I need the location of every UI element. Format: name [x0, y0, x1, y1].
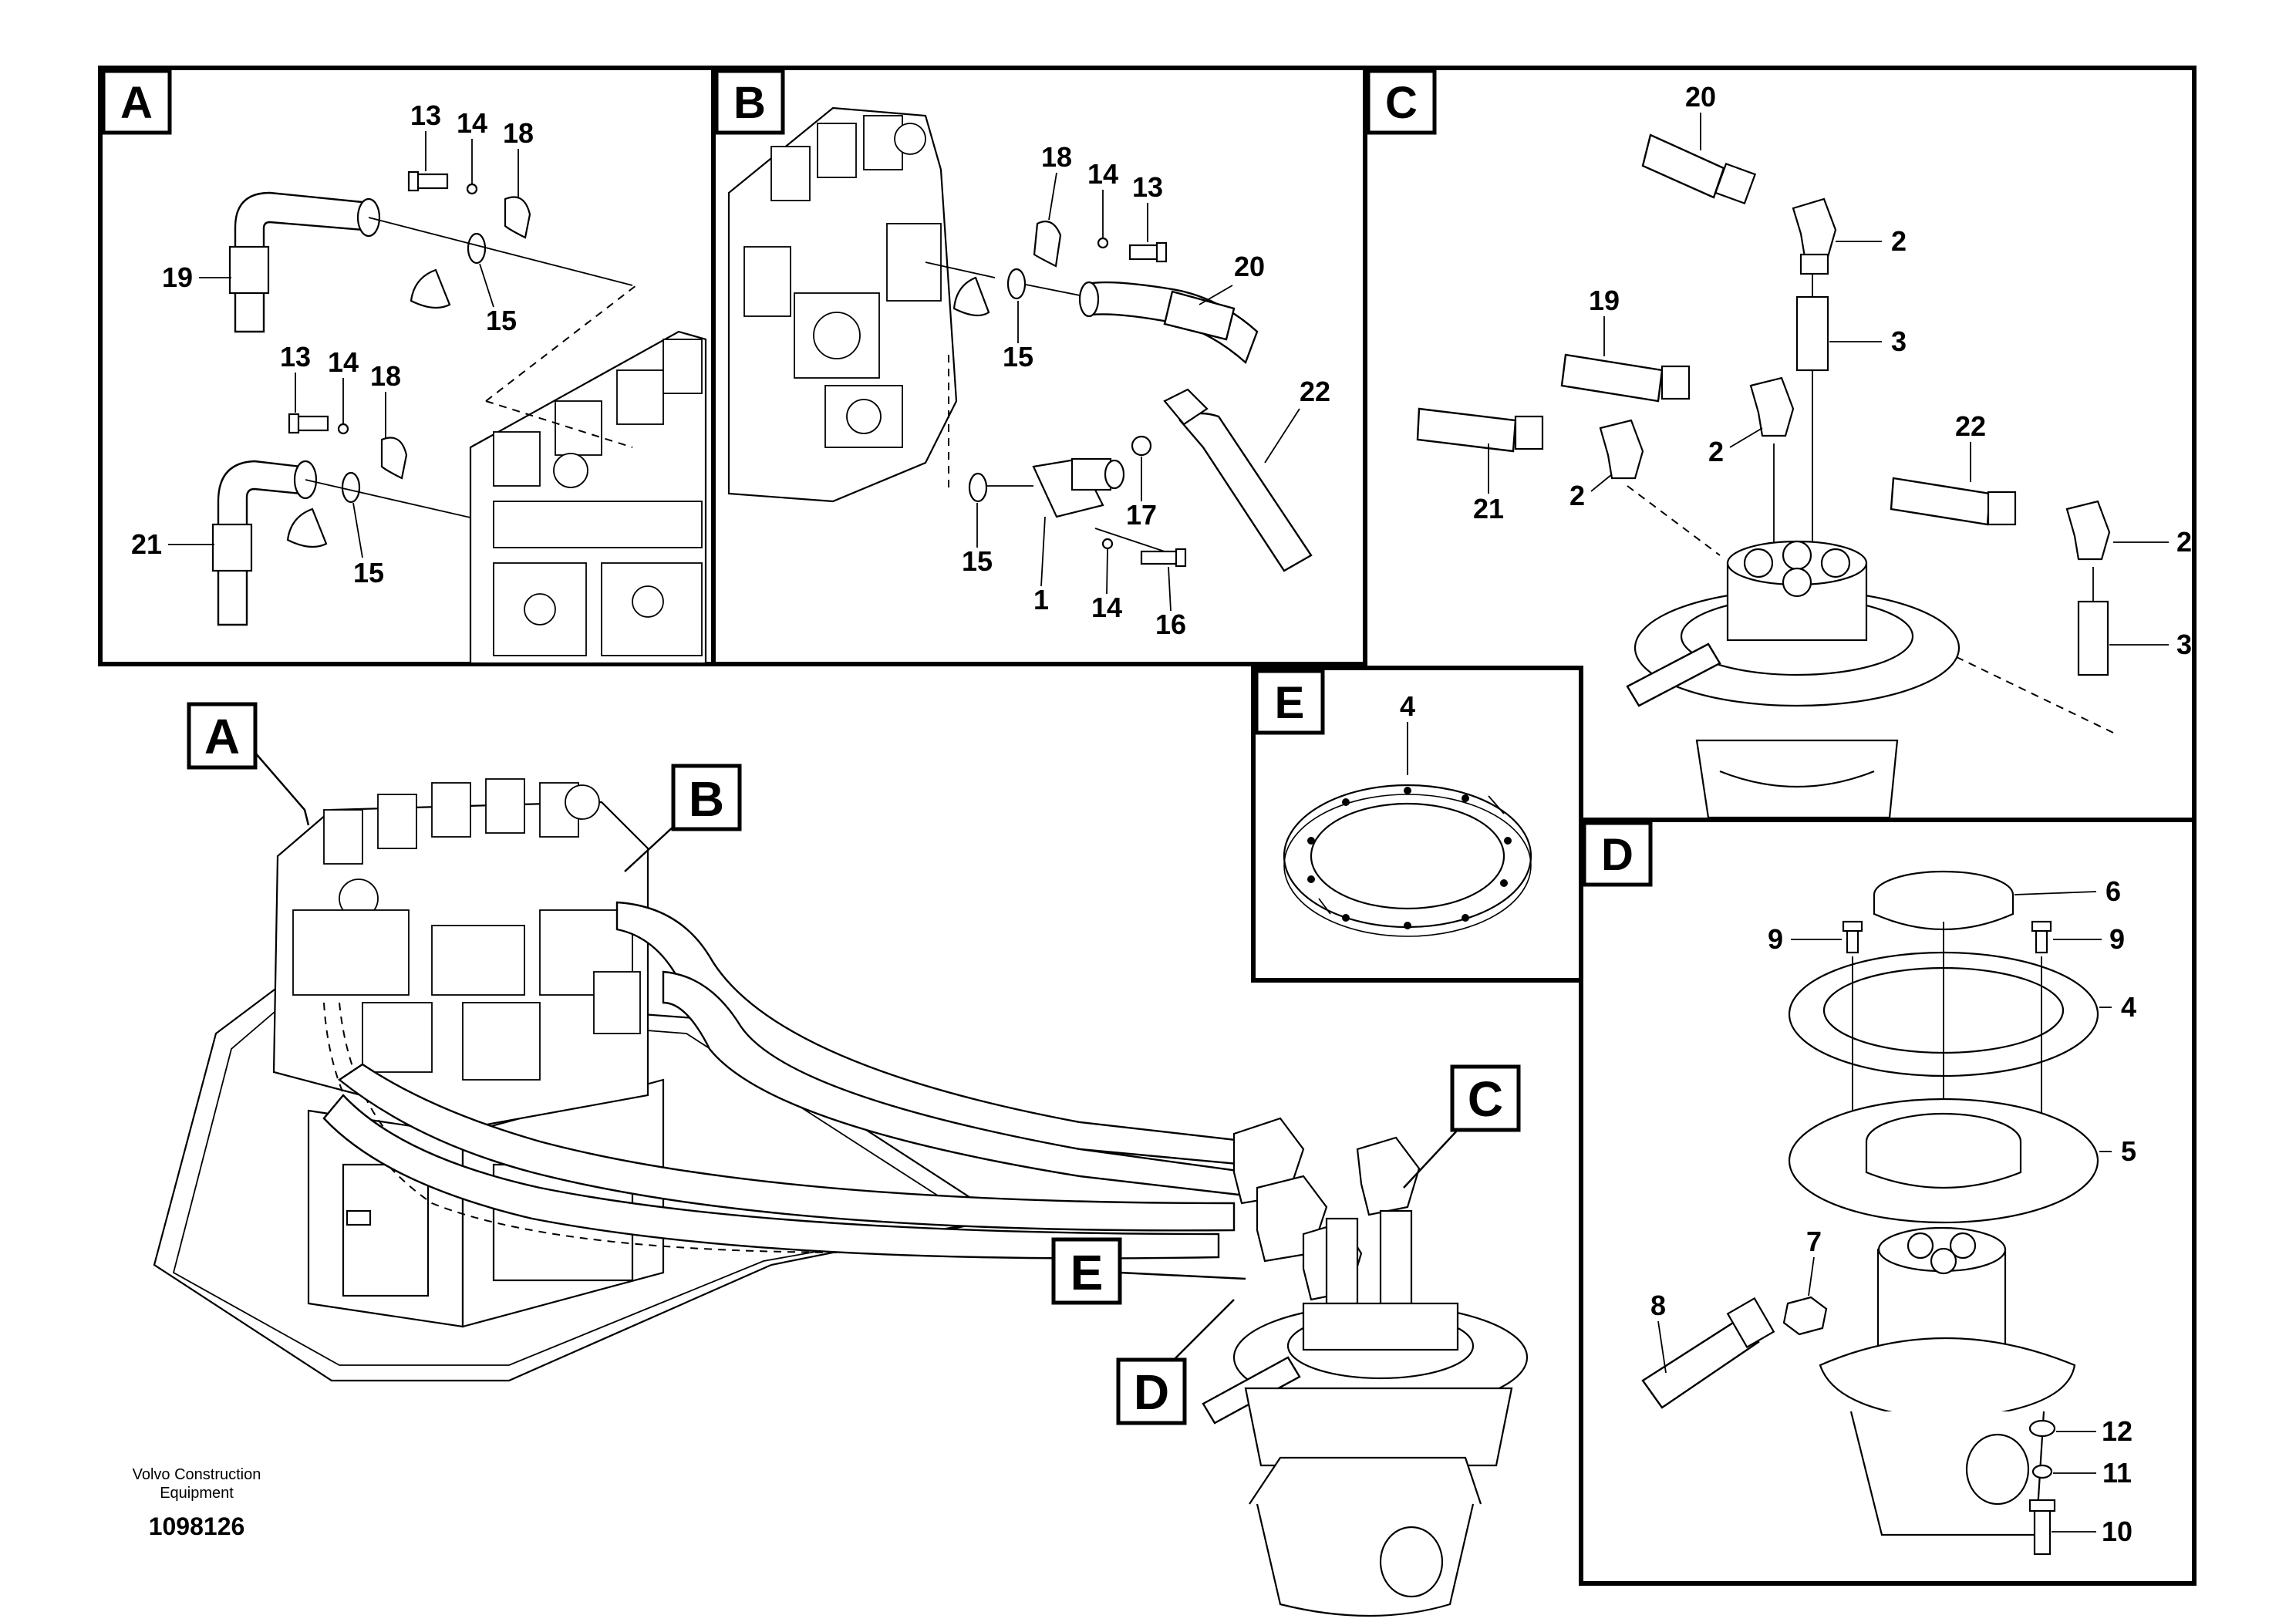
panel-b-labels: 18 14 13 20 15 22 17 15 1 14 16 [962, 141, 1330, 640]
panel-c-drawing [1416, 133, 2114, 819]
label-b-14: 14 [1087, 158, 1118, 190]
label-d-12: 12 [2102, 1415, 2132, 1447]
label-c-2-b: 2 [1708, 436, 1724, 467]
panel-a-labels: 13 14 18 19 15 13 14 18 21 15 [131, 99, 534, 588]
panel-letter-d: D [1582, 821, 1653, 887]
callout-d: D [1116, 1299, 1235, 1425]
label-d-5: 5 [2121, 1135, 2136, 1167]
label-d-10: 10 [2102, 1516, 2132, 1547]
label-c-22: 22 [1955, 410, 1986, 442]
label-b-15-top: 15 [1003, 341, 1033, 373]
panel-c-labels: 20 2 3 19 2 21 2 22 2 3 [1473, 81, 2192, 660]
svg-text:E: E [1275, 678, 1305, 728]
label-d-11: 11 [2102, 1457, 2132, 1489]
panel-letter-e: E [1254, 669, 1325, 735]
svg-text:C: C [1468, 1071, 1503, 1127]
panel-a-drawing [211, 170, 707, 665]
label-c-21: 21 [1473, 493, 1504, 524]
callout-b: B [624, 764, 742, 872]
label-a-15-top: 15 [486, 305, 517, 336]
callout-e: E [1051, 1237, 1246, 1305]
svg-text:D: D [1134, 1364, 1169, 1420]
label-b-15-bot: 15 [962, 545, 993, 577]
label-d-9-left: 9 [1768, 923, 1783, 955]
svg-text:C: C [1385, 78, 1418, 128]
panel-d-labels: 6 9 9 4 5 7 8 12 11 10 [1650, 875, 2136, 1547]
label-d-4: 4 [2121, 991, 2136, 1023]
label-b-18: 18 [1041, 141, 1072, 173]
label-e-4: 4 [1400, 690, 1415, 722]
label-c-20: 20 [1685, 81, 1716, 113]
label-d-9-right: 9 [2109, 923, 2125, 955]
label-c-3-a: 3 [1891, 325, 1907, 357]
label-b-20: 20 [1234, 251, 1265, 282]
svg-text:B: B [689, 771, 724, 827]
label-a-21: 21 [131, 528, 162, 560]
main-assembly-drawing [153, 778, 1529, 1617]
label-a-14-top: 14 [457, 107, 487, 139]
svg-text:D: D [1601, 830, 1633, 880]
label-a-19: 19 [162, 261, 193, 293]
label-a-18-mid: 18 [370, 360, 401, 392]
label-a-15-mid: 15 [353, 557, 384, 588]
label-c-3-b: 3 [2176, 629, 2192, 660]
label-a-13-top: 13 [410, 99, 441, 131]
panel-b-drawing [727, 106, 1313, 572]
panel-e-drawing [1283, 784, 1532, 937]
label-b-1: 1 [1033, 584, 1049, 615]
svg-text:A: A [204, 709, 240, 764]
label-d-6: 6 [2106, 875, 2121, 907]
label-c-2-c: 2 [1569, 480, 1585, 511]
footer: Volvo Construction Equipment 1098126 [133, 1466, 261, 1540]
label-b-22: 22 [1300, 376, 1330, 407]
svg-text:A: A [120, 78, 153, 128]
label-d-7: 7 [1806, 1226, 1822, 1257]
drawing-number: 1098126 [149, 1512, 245, 1540]
panel-letter-a: A [101, 69, 172, 135]
panel-e-labels: 4 [1400, 690, 1415, 775]
label-c-2-a: 2 [1891, 225, 1907, 257]
label-b-14-bot: 14 [1091, 592, 1122, 623]
label-c-19: 19 [1589, 285, 1620, 316]
callout-a: A [187, 702, 310, 826]
svg-text:B: B [733, 78, 766, 128]
label-c-2-d: 2 [2176, 526, 2192, 558]
label-b-17: 17 [1126, 499, 1157, 531]
svg-text:E: E [1070, 1245, 1104, 1300]
label-b-16: 16 [1155, 609, 1186, 640]
label-a-18-top: 18 [503, 117, 534, 149]
label-d-8: 8 [1650, 1290, 1666, 1321]
label-b-13: 13 [1132, 171, 1163, 203]
panel-d-drawing [1641, 870, 2099, 1556]
label-a-13-mid: 13 [280, 341, 311, 373]
panel-letter-c: C [1366, 69, 1437, 135]
panel-letter-b: B [714, 69, 785, 135]
company-name-line2: Equipment [160, 1485, 234, 1502]
label-a-14-mid: 14 [328, 346, 359, 378]
company-name-line1: Volvo Construction [133, 1466, 261, 1483]
callout-c: C [1403, 1064, 1521, 1189]
